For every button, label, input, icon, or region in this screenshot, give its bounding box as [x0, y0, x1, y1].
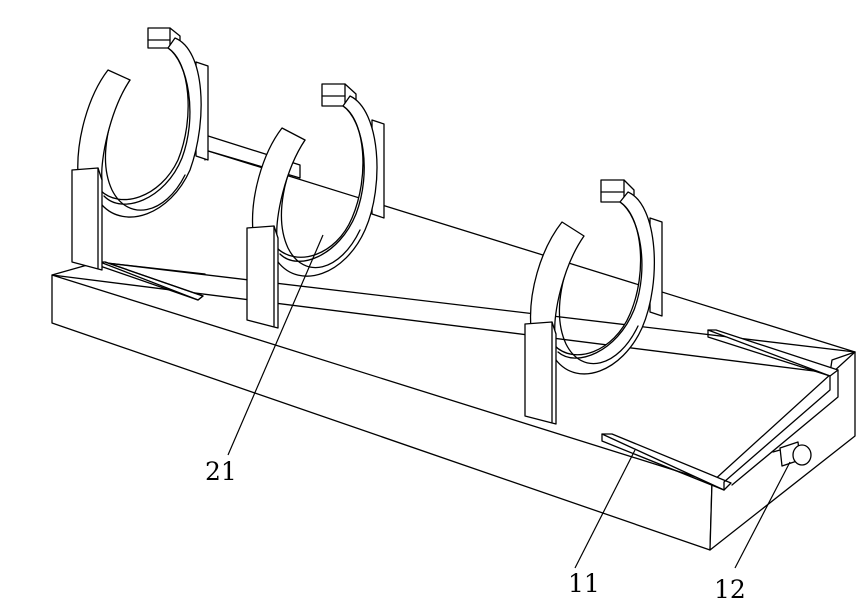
leader-21 [227, 234, 324, 456]
leader-11 [574, 449, 636, 569]
leader-12 [734, 461, 791, 569]
leader-lines [227, 234, 791, 569]
clamp-right-post [524, 321, 557, 425]
left-slot [99, 261, 204, 301]
label-21: 21 [205, 457, 237, 486]
label-11: 11 [568, 569, 600, 598]
label-12: 12 [714, 575, 746, 604]
adjusting-knob-12 [772, 441, 812, 467]
clamp-right [524, 179, 663, 425]
guide-slot-11 [601, 329, 839, 491]
base-plate [51, 149, 856, 551]
clamp-left-post [71, 167, 103, 271]
clamp-middle [246, 83, 385, 329]
clamp-left [71, 27, 209, 271]
clamp-middle-post [246, 225, 279, 329]
